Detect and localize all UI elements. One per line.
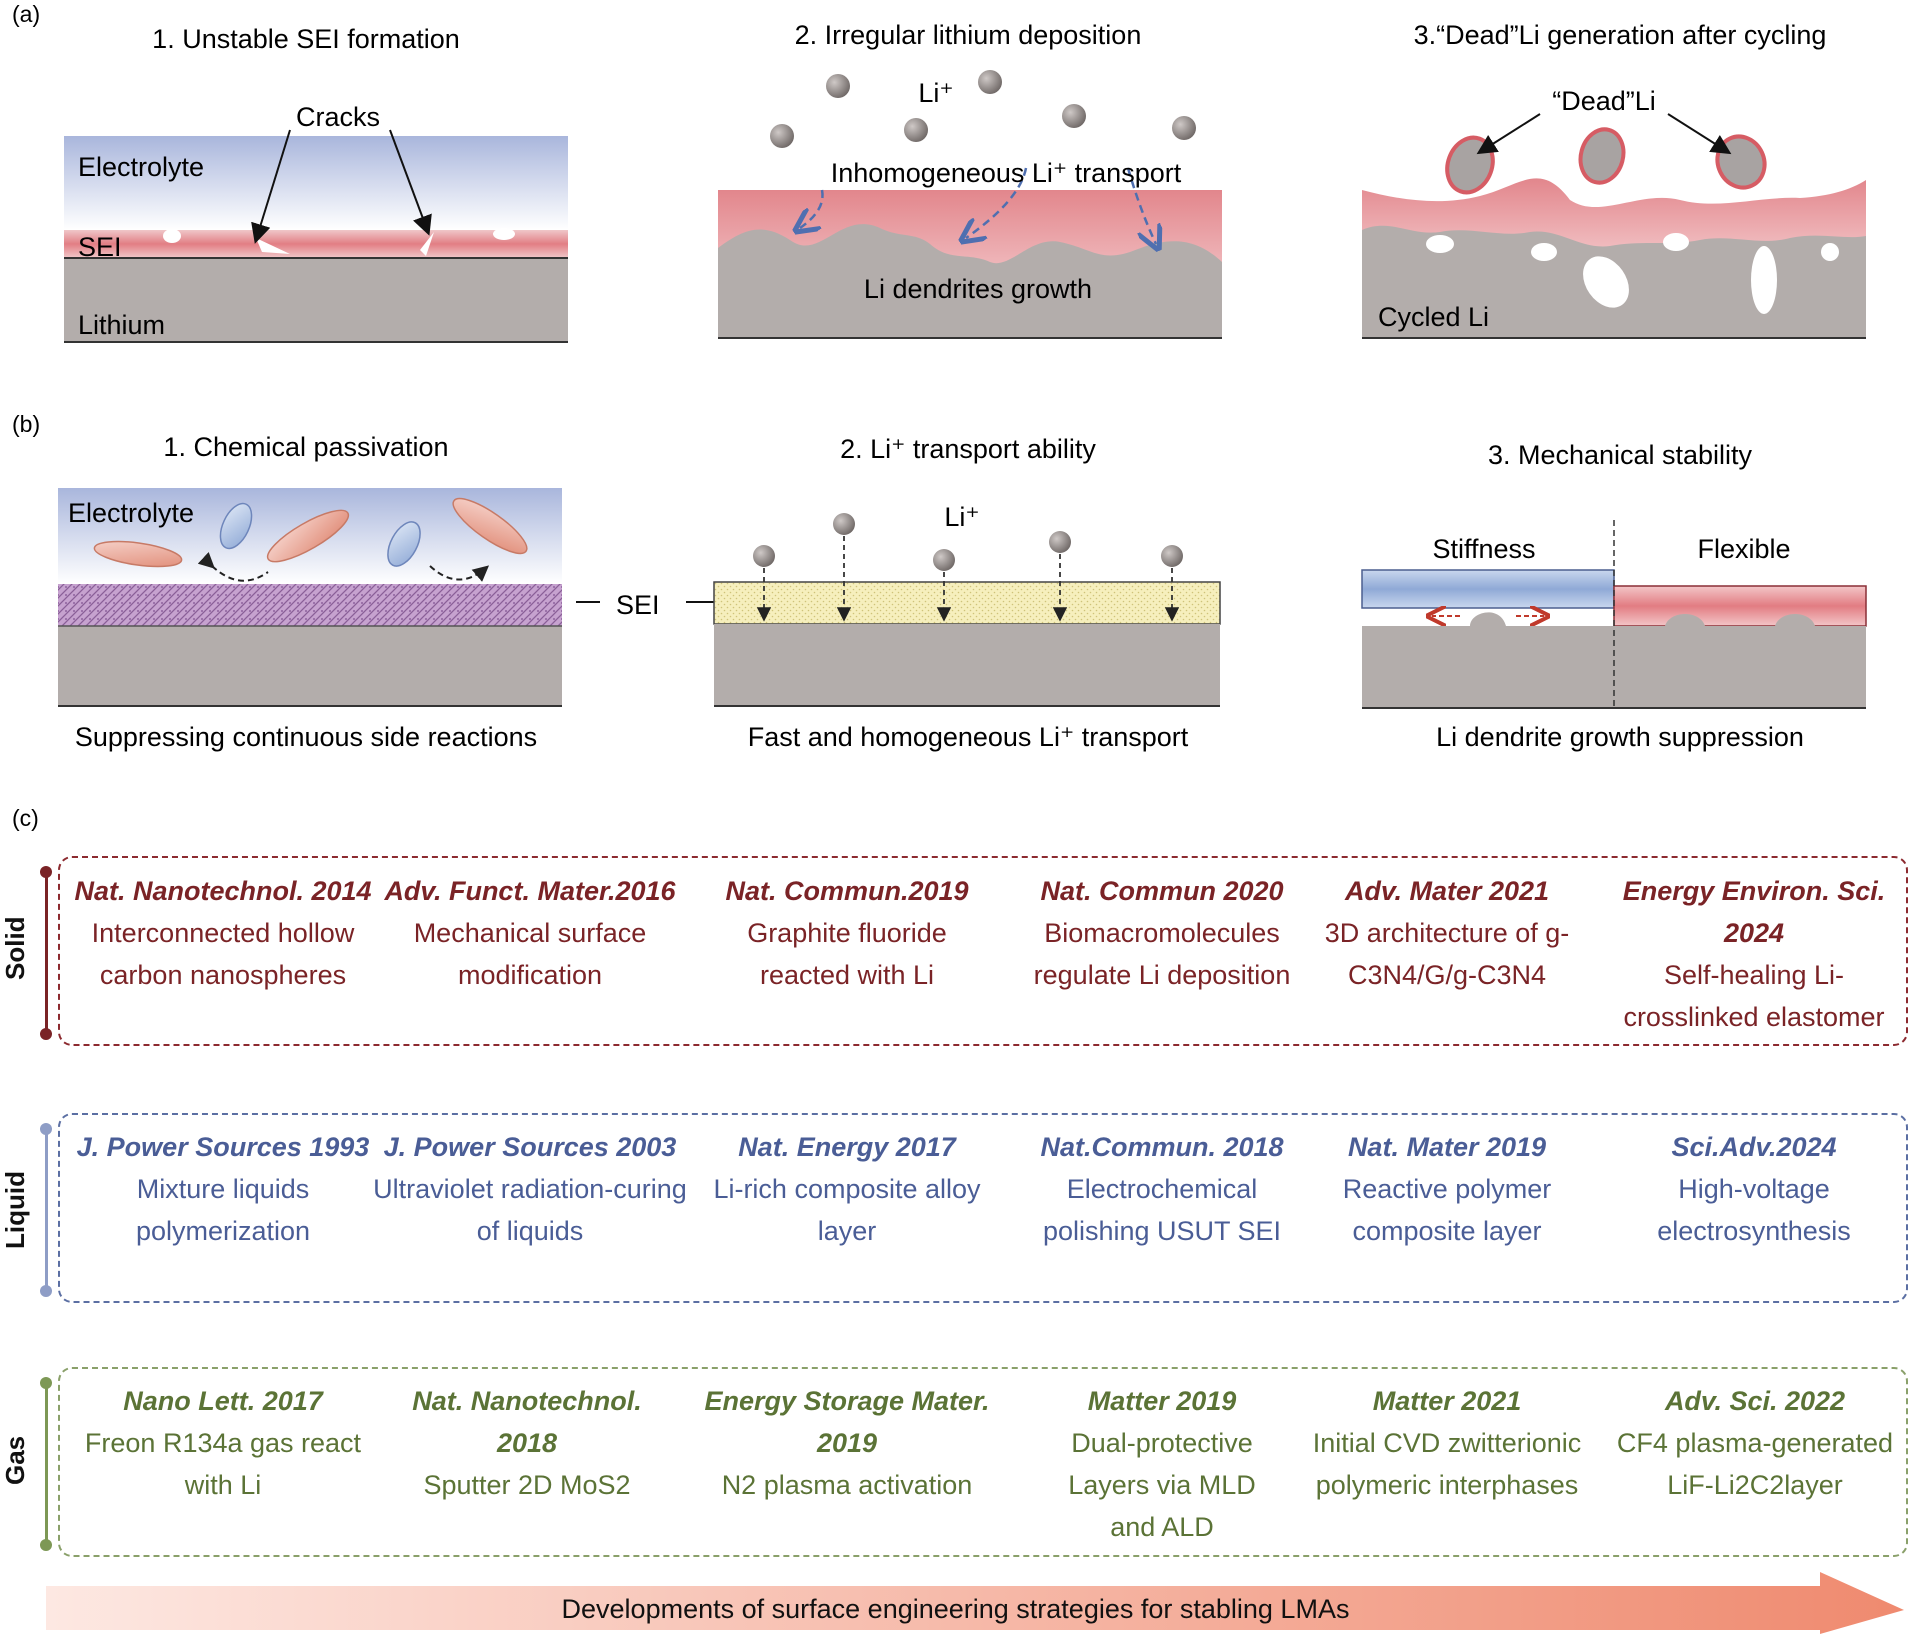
panel-b-title-1: 1. Chemical passivation (163, 432, 448, 462)
caption-b-2: Fast and homogeneous Li⁺ transport (748, 722, 1189, 752)
journal-label: Energy Environ. Sci. 2024 (1622, 876, 1886, 948)
solid-entry-1: Nat. Nanotechnol. 2014 Interconnected ho… (68, 870, 378, 996)
description-label: Graphite fluoride reacted with Li (747, 918, 947, 990)
journal-label: Adv. Funct. Mater.2016 (384, 876, 676, 906)
dead-li-label: “Dead”Li (1552, 86, 1656, 116)
liquid-entry-4: Nat.Commun. 2018 Electrochemical polishi… (1012, 1126, 1312, 1252)
irregular-deposition-diagram (718, 70, 1222, 339)
gas-entry-6: Adv. Sci. 2022 CF4 plasma-generated LiF-… (1600, 1380, 1910, 1506)
gas-row-box (58, 1367, 1908, 1557)
solid-entry-4: Nat. Commun 2020 Biomacromolecules regul… (1012, 870, 1312, 996)
description-label: Reactive polymer composite layer (1342, 1174, 1552, 1246)
panel-a-title-3: 3.“Dead”Li generation after cycling (1414, 20, 1827, 50)
description-label: Mechanical surface modification (413, 918, 647, 990)
liquid-entry-2: J. Power Sources 2003 Ultraviolet radiat… (372, 1126, 688, 1252)
solid-entry-2: Adv. Funct. Mater.2016 Mechanical surfac… (372, 870, 688, 996)
dead-li-diagram (1362, 113, 1866, 339)
journal-label: Adv. Mater 2021 (1344, 876, 1550, 906)
journal-label: Energy Storage Mater. 2019 (704, 1386, 990, 1458)
description-label: Electrochemical polishing USUT SEI (1042, 1174, 1282, 1246)
caption-b-1: Suppressing continuous side reactions (75, 722, 537, 752)
description-label: Dual-protective Layers via MLD and ALD (1068, 1428, 1256, 1542)
journal-label: Nat.Commun. 2018 (1040, 1132, 1284, 1162)
li-ion-label-a: Li⁺ (918, 78, 953, 108)
gas-entry-4: Matter 2019 Dual-protective Layers via M… (1042, 1380, 1282, 1548)
unstable-sei-diagram (64, 129, 568, 343)
description-label: Sputter 2D MoS2 (423, 1470, 631, 1500)
description-label: High-voltage electrosynthesis (1657, 1174, 1851, 1246)
cycled-li-label: Cycled Li (1378, 302, 1489, 332)
description-label: Freon R134a gas react with Li (84, 1428, 362, 1500)
description-label: N2 plasma activation (721, 1470, 973, 1500)
liquid-entry-5: Nat. Mater 2019 Reactive polymer composi… (1322, 1126, 1572, 1252)
development-arrow-caption: Developments of surface engineering stra… (561, 1594, 1350, 1624)
liquid-entry-1: J. Power Sources 1993 Mixture liquids po… (68, 1126, 378, 1252)
gas-entry-2: Nat. Nanotechnol. 2018 Sputter 2D MoS2 (392, 1380, 662, 1506)
panel-b-letter: (b) (12, 411, 40, 437)
journal-label: Adv. Sci. 2022 (1664, 1386, 1846, 1416)
gas-entry-3: Energy Storage Mater. 2019 N2 plasma act… (692, 1380, 1002, 1506)
dendrites-growth-label: Li dendrites growth (864, 274, 1092, 304)
flexible-label: Flexible (1697, 534, 1790, 564)
journal-label: J. Power Sources 1993 (76, 1132, 370, 1162)
liquid-row-box (58, 1113, 1908, 1303)
solid-row-box (58, 856, 1908, 1046)
solid-entry-3: Nat. Commun.2019 Graphite fluoride react… (712, 870, 982, 996)
cracks-label: Cracks (296, 102, 380, 132)
journal-label: Nat. Commun 2020 (1040, 876, 1284, 906)
journal-label: Nano Lett. 2017 (123, 1386, 323, 1416)
transport-ability-diagram (686, 513, 1221, 707)
chemical-passivation-diagram (58, 488, 600, 707)
journal-label: Nat. Nanotechnol. 2014 (74, 876, 372, 906)
description-label: Mixture liquids polymerization (135, 1174, 311, 1246)
liquid-entry-6: Sci.Adv.2024 High-voltage electrosynthes… (1598, 1126, 1910, 1252)
panel-a-title-2: 2. Irregular lithium deposition (795, 20, 1142, 50)
description-label: Ultraviolet radiation-curing of liquids (373, 1174, 687, 1246)
description-label: Interconnected hollow carbon nanospheres (91, 918, 355, 990)
journal-label: Sci.Adv.2024 (1671, 1132, 1837, 1162)
journal-label: Nat. Commun.2019 (725, 876, 969, 906)
journal-label: Nat. Mater 2019 (1347, 1132, 1547, 1162)
description-label: Self-healing Li-crosslinked elastomer (1623, 960, 1885, 1032)
journal-label: Nat. Nanotechnol. 2018 (412, 1386, 642, 1458)
journal-label: Nat. Energy 2017 (738, 1132, 956, 1162)
gas-entry-5: Matter 2021 Initial CVD zwitterionic pol… (1302, 1380, 1592, 1506)
panel-a-title-1: 1. Unstable SEI formation (152, 24, 460, 54)
description-label: CF4 plasma-generated LiF-Li2C2layer (1616, 1428, 1894, 1500)
panel-c-letter: (c) (12, 805, 39, 831)
panel-b-title-2: 2. Li⁺ transport ability (840, 434, 1096, 464)
sei-label-a: SEI (78, 232, 122, 262)
gas-entry-1: Nano Lett. 2017 Freon R134a gas react wi… (68, 1380, 378, 1506)
caption-b-3: Li dendrite growth suppression (1436, 722, 1804, 752)
journal-label: Matter 2021 (1372, 1386, 1522, 1416)
journal-label: Matter 2019 (1087, 1386, 1237, 1416)
mechanical-stability-diagram (1361, 520, 1867, 709)
inhomogeneous-transport-label: Inhomogeneous Li⁺ transport (831, 158, 1182, 188)
panel-a-letter: (a) (12, 1, 40, 27)
category-solid: Solid (0, 916, 30, 980)
electrolyte-label-a: Electrolyte (78, 152, 204, 182)
electrolyte-label-b: Electrolyte (68, 498, 194, 528)
li-ion-label-b: Li⁺ (944, 502, 979, 532)
description-label: 3D architecture of g-C3N4/G/g-C3N4 (1324, 918, 1570, 990)
development-arrow (46, 1572, 1904, 1634)
liquid-entry-3: Nat. Energy 2017 Li-rich composite alloy… (712, 1126, 982, 1252)
description-label: Li-rich composite alloy layer (713, 1174, 981, 1246)
solid-entry-5: Adv. Mater 2021 3D architecture of g-C3N… (1322, 870, 1572, 996)
stiffness-label: Stiffness (1432, 534, 1535, 564)
journal-label: J. Power Sources 2003 (383, 1132, 677, 1162)
category-gas: Gas (0, 1435, 30, 1485)
panel-b-title-3: 3. Mechanical stability (1488, 440, 1753, 470)
description-label: Initial CVD zwitterionic polymeric inter… (1312, 1428, 1582, 1500)
lithium-label: Lithium (78, 310, 165, 340)
category-liquid: Liquid (0, 1171, 30, 1249)
description-label: Biomacromolecules regulate Li deposition (1033, 918, 1291, 990)
sei-label-b: SEI (616, 590, 660, 620)
solid-entry-6: Energy Environ. Sci. 2024 Self-healing L… (1598, 870, 1910, 1038)
